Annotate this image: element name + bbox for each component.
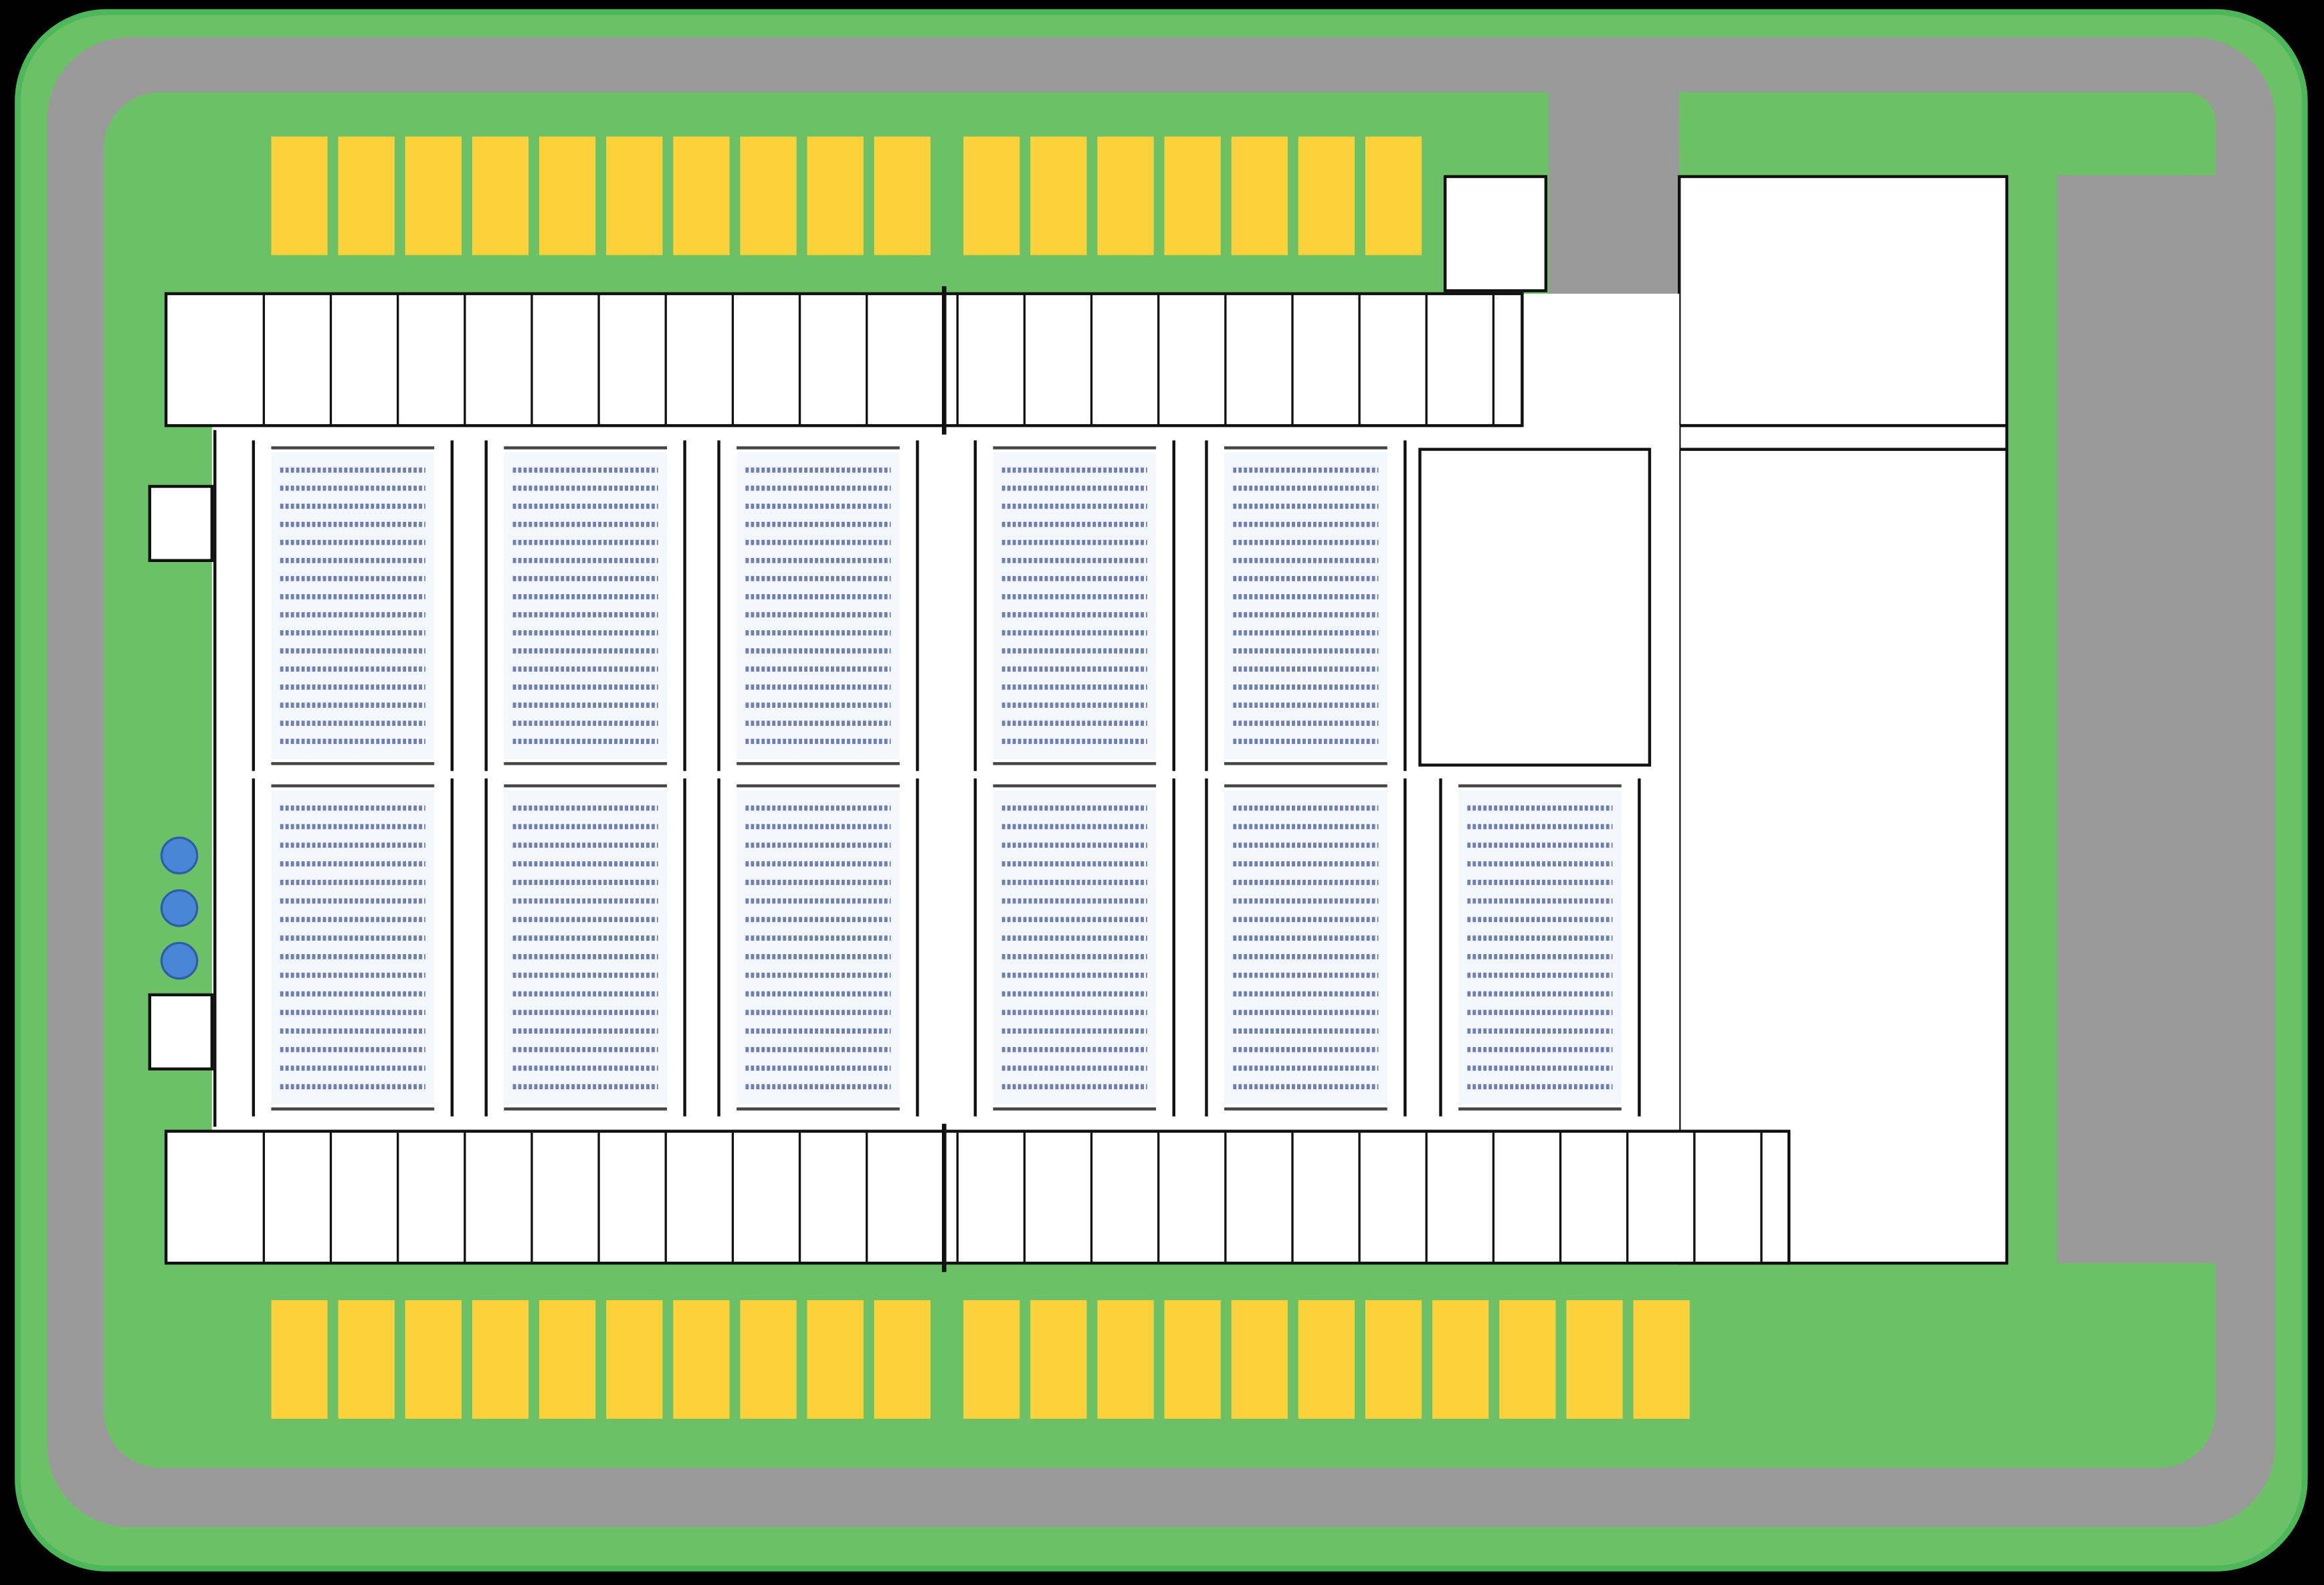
parking-space <box>1164 1300 1221 1419</box>
server-pod <box>717 440 919 771</box>
water-tank <box>160 836 199 874</box>
parking-space <box>673 136 730 256</box>
road-spur-top <box>1549 82 1680 297</box>
parking-space <box>271 136 328 256</box>
parking-space <box>338 1300 395 1419</box>
parking-space <box>1365 1300 1422 1419</box>
parking-space <box>271 1300 328 1419</box>
parking-space <box>1097 1300 1154 1419</box>
road-spur-right <box>2057 175 2216 1263</box>
parking-space <box>963 1300 1020 1419</box>
parking-space <box>539 136 596 256</box>
parking-space <box>405 1300 462 1419</box>
pod-floor <box>1458 790 1622 1105</box>
pod-floor <box>737 790 900 1105</box>
water-tank <box>160 941 199 980</box>
parking-space <box>1432 1300 1489 1419</box>
server-pod <box>252 778 454 1117</box>
server-pod <box>1439 778 1641 1117</box>
parking-bottom <box>271 1300 1690 1419</box>
pod-floor <box>993 452 1157 759</box>
parking-space <box>472 1300 529 1419</box>
parking-space <box>472 136 529 256</box>
room-row <box>164 292 1524 428</box>
water-tanks <box>160 836 199 980</box>
pod-floor <box>1224 790 1387 1105</box>
electrical-room <box>1418 448 1652 767</box>
parking-space <box>539 1300 596 1419</box>
parking-space <box>874 136 931 256</box>
parking-space <box>1298 1300 1355 1419</box>
parking-space <box>740 136 797 256</box>
annex-building <box>1678 175 2009 1265</box>
parking-space <box>740 1300 797 1419</box>
parking-space <box>1030 1300 1087 1419</box>
parking-space <box>338 136 395 256</box>
rooms-bottom-row <box>164 1123 1791 1273</box>
parking-space <box>807 1300 864 1419</box>
server-pod <box>717 778 919 1117</box>
parking-space <box>874 1300 931 1419</box>
parking-space <box>1566 1300 1623 1419</box>
server-pod <box>1205 440 1407 771</box>
parking-space <box>1164 136 1221 256</box>
corridor-top-right <box>1522 293 1680 450</box>
grass-strip <box>1679 92 2216 175</box>
room-row <box>164 1129 1791 1265</box>
parking-space <box>1231 136 1288 256</box>
parking-top <box>271 136 1422 256</box>
pod-floor <box>504 452 668 759</box>
pod-floor <box>271 452 435 759</box>
parking-space <box>1030 136 1087 256</box>
server-pod <box>1205 778 1407 1117</box>
parking-space <box>1231 1300 1288 1419</box>
water-tank <box>160 889 199 927</box>
pod-floor <box>993 790 1157 1105</box>
side-room-upper <box>148 484 214 562</box>
parking-space <box>1499 1300 1556 1419</box>
parking-space <box>606 1300 663 1419</box>
parking-space <box>1298 136 1355 256</box>
side-room-lower <box>148 993 214 1070</box>
server-pod <box>252 440 454 771</box>
parking-space <box>1633 1300 1690 1419</box>
parking-space <box>405 136 462 256</box>
parking-space <box>1097 136 1154 256</box>
parking-space <box>963 136 1020 256</box>
pod-floor <box>504 790 668 1105</box>
server-pod <box>484 778 686 1117</box>
rooms-top-row <box>164 286 1524 435</box>
parking-space <box>1365 136 1422 256</box>
pod-floor <box>271 790 435 1105</box>
parking-space <box>606 136 663 256</box>
server-pod <box>484 440 686 771</box>
pod-floor <box>1224 452 1387 759</box>
parking-space <box>673 1300 730 1419</box>
server-pod <box>973 778 1175 1117</box>
server-pod <box>973 440 1175 771</box>
server-pods <box>252 440 1641 1117</box>
parking-space <box>807 136 864 256</box>
pod-floor <box>737 452 900 759</box>
guard-house <box>1443 175 1548 292</box>
